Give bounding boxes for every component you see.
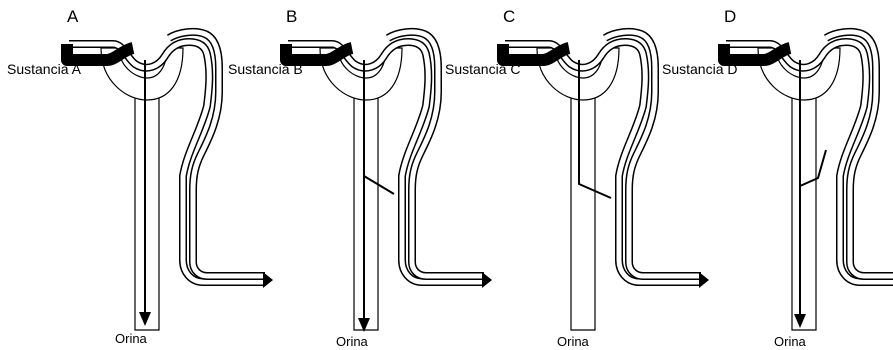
urine-label-b: Orina bbox=[336, 334, 369, 349]
vessel-arrow-c bbox=[699, 272, 709, 288]
substance-label-c: Sustancia C bbox=[445, 61, 520, 77]
panel-d: D Sustancia D Orina bbox=[662, 7, 893, 349]
panel-letter-a: A bbox=[67, 7, 79, 26]
substance-label-d: Sustancia D bbox=[662, 61, 737, 77]
urine-label-a: Orina bbox=[115, 331, 148, 346]
panel-letter-c: C bbox=[503, 7, 515, 26]
urine-label-c: Orina bbox=[557, 334, 590, 349]
panel-b: B Sustancia B Orina bbox=[228, 7, 492, 349]
vessel-arrow-a bbox=[263, 272, 273, 288]
nephron-d bbox=[724, 32, 893, 330]
panel-letter-d: D bbox=[724, 7, 736, 26]
substance-label-b: Sustancia B bbox=[228, 61, 303, 77]
urine-label-d: Orina bbox=[774, 334, 807, 349]
panel-c: C Sustancia C Orina bbox=[445, 7, 709, 349]
panel-letter-b: B bbox=[286, 7, 297, 26]
substance-label-a: Sustancia A bbox=[7, 61, 82, 77]
vessel-arrow-b bbox=[482, 272, 492, 288]
panel-a: A Sustancia A Orina bbox=[7, 7, 273, 346]
